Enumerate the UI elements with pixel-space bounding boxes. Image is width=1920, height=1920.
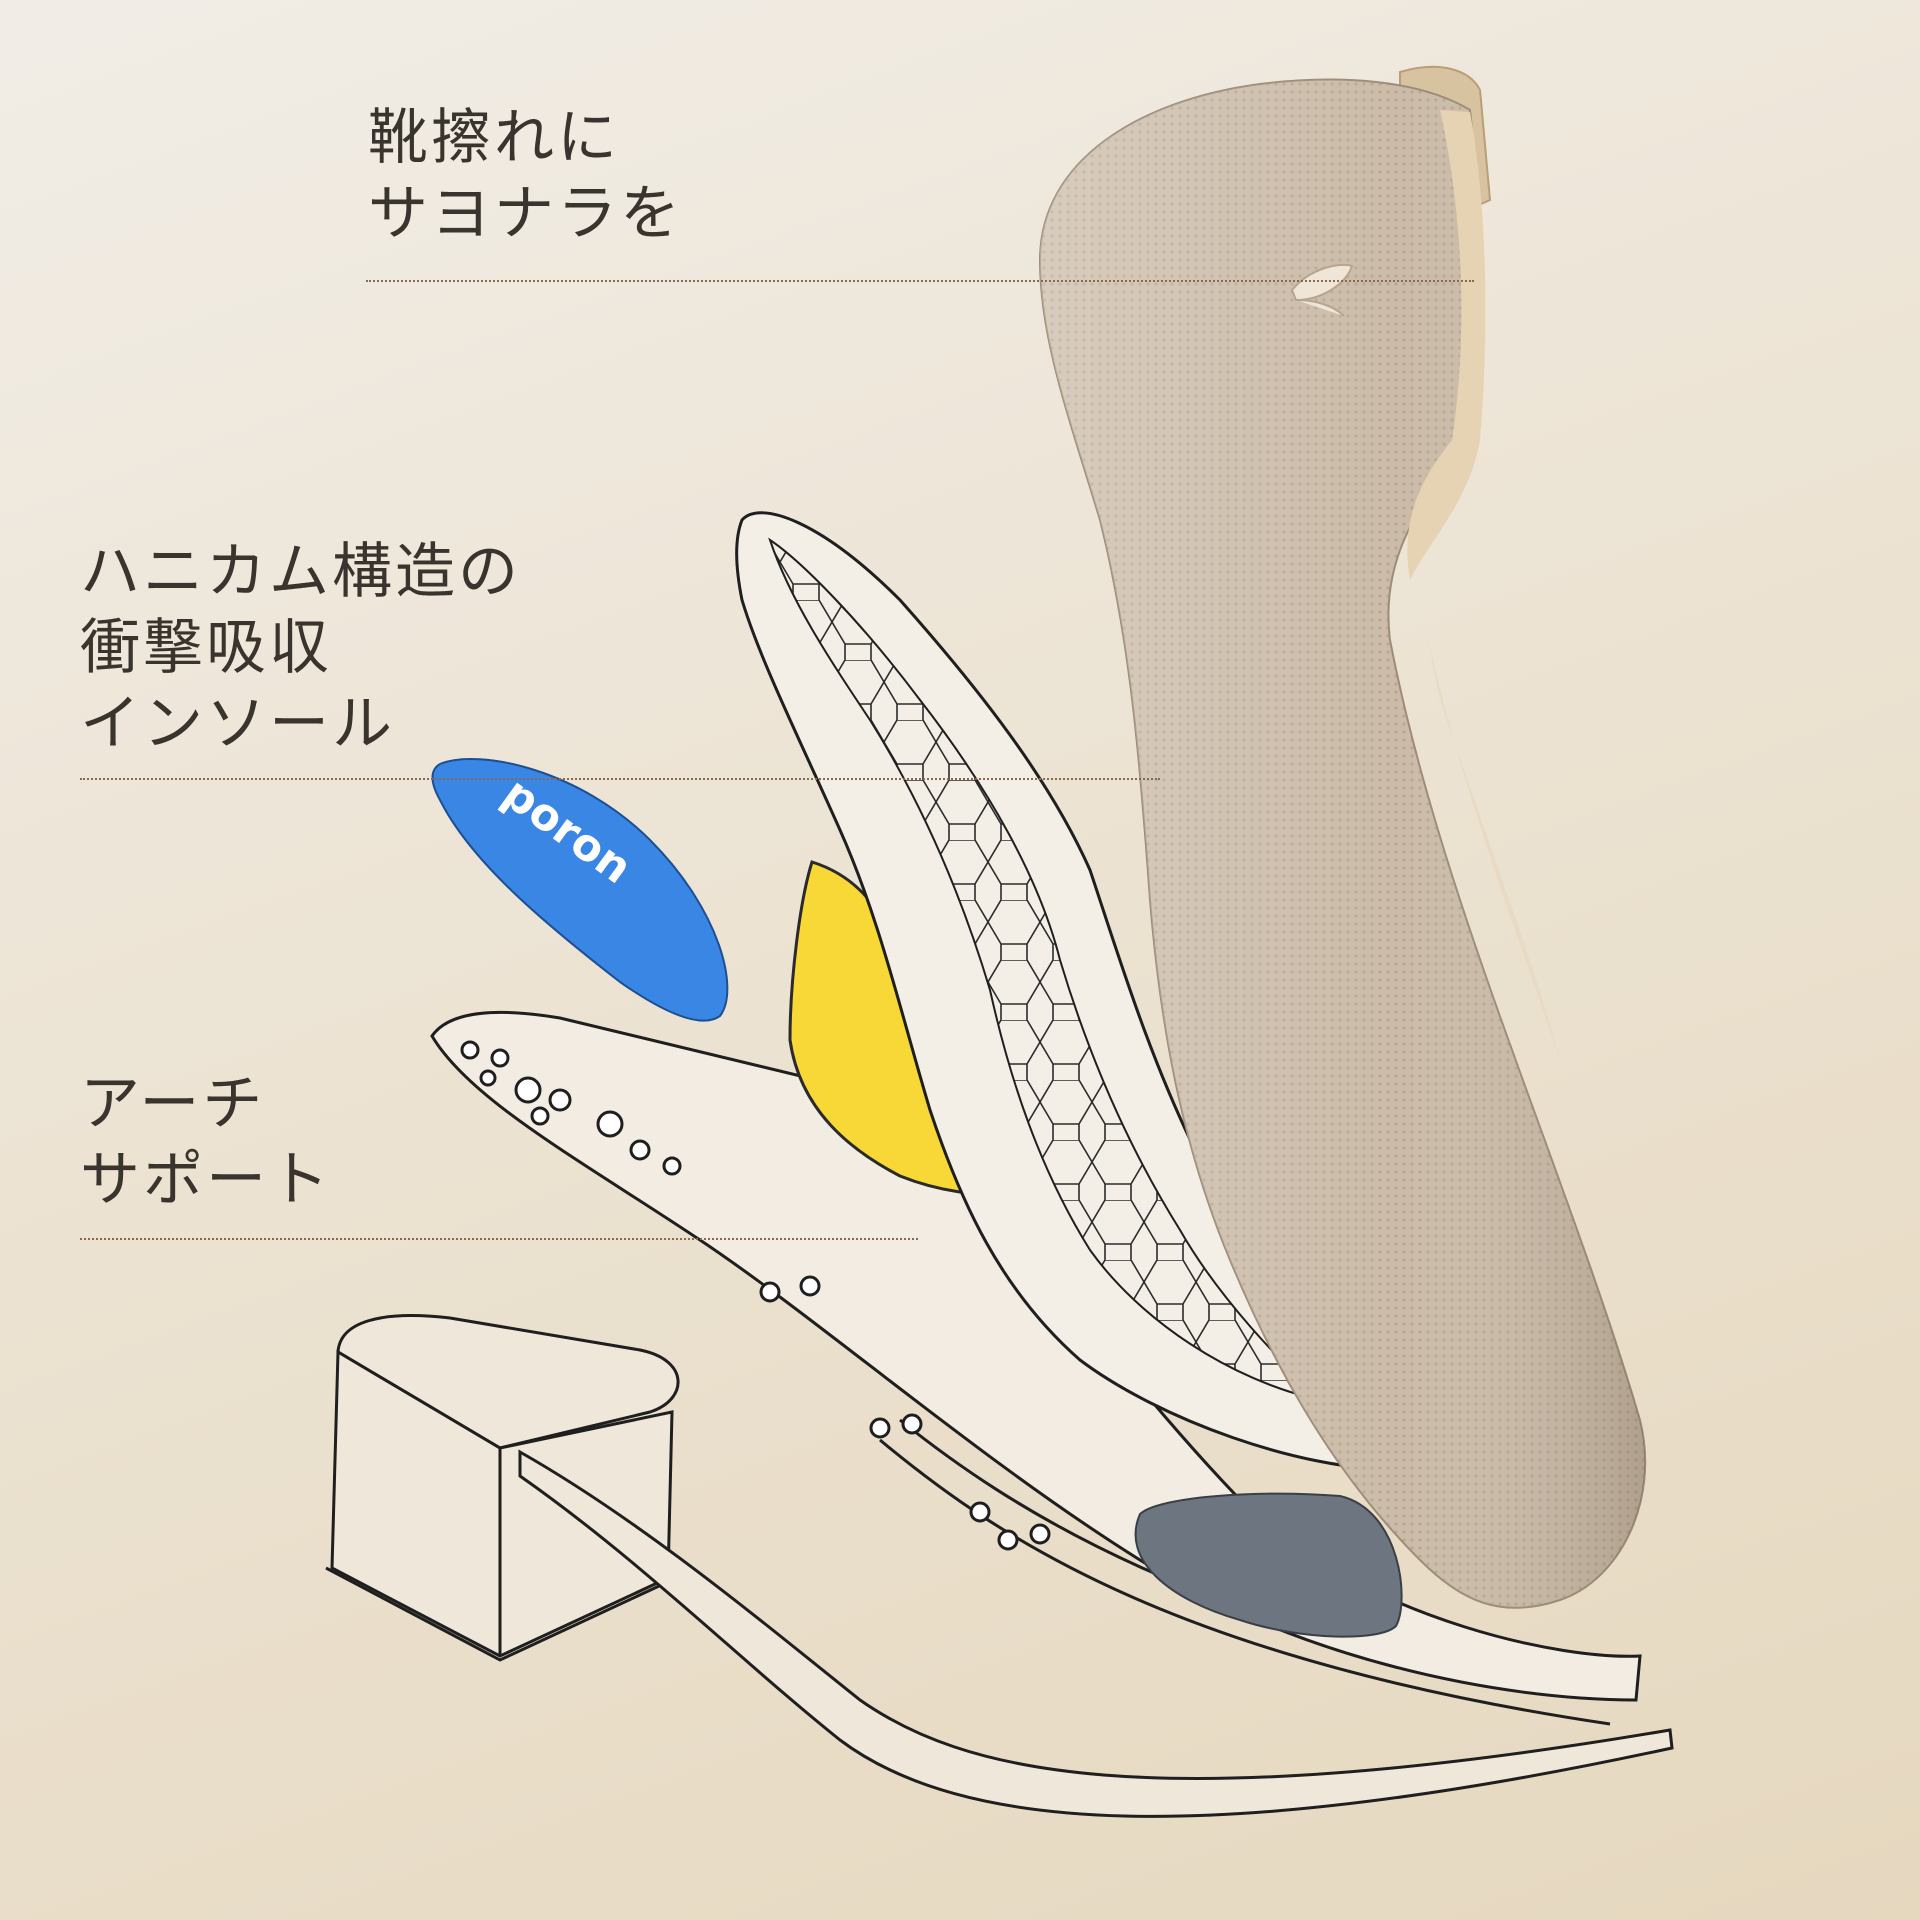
leader-line-insole <box>80 778 1160 780</box>
perforation-holes <box>460 1040 1051 1551</box>
embroidered-leaf-icon <box>1290 263 1354 317</box>
outsole <box>518 1449 1674 1818</box>
caption-arch-support: アーチ サポート <box>80 1069 332 1215</box>
toe-pad <box>1134 1492 1403 1638</box>
leader-line-chafing <box>366 280 1474 282</box>
pump-inner-heel <box>1420 600 1560 1060</box>
knit-pump <box>1038 65 1647 1609</box>
pump-lining <box>1407 110 1486 580</box>
caption-chafing: 靴擦れに サヨナラを <box>368 103 683 249</box>
heel-block <box>325 1314 680 1662</box>
caption-honeycomb-insole: ハニカム構造の 衝撃吸収 インソール <box>80 537 521 759</box>
poron-heel-pad: poron <box>431 758 729 1022</box>
leader-line-arch <box>80 1238 918 1240</box>
